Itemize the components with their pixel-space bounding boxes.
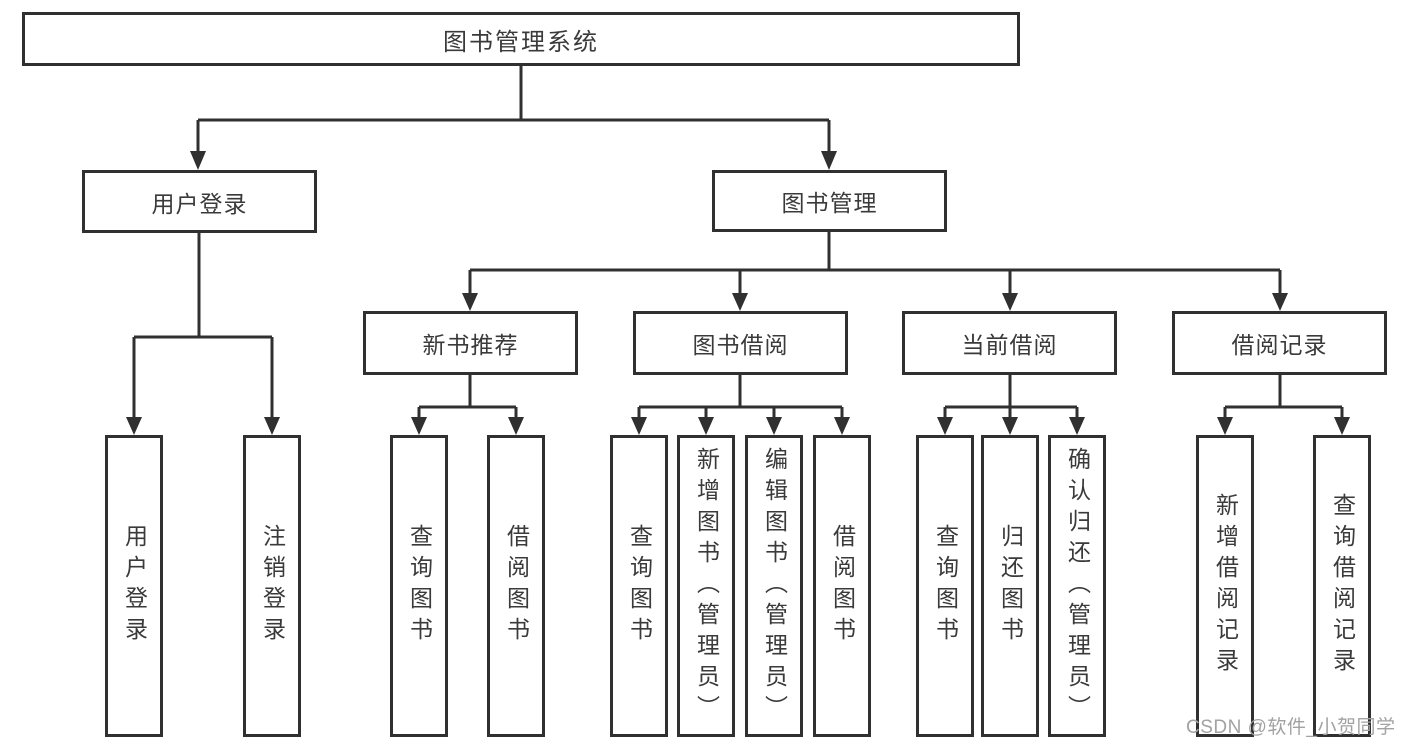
- node-label: 图书管理系统: [443, 28, 599, 56]
- leaf-edit-book-admin: 编辑图书（管理员）: [745, 435, 803, 737]
- node-new-book-recommendation: 新书推荐: [363, 311, 578, 375]
- node-book-borrowing: 图书借阅: [633, 311, 848, 375]
- node-borrowing-records: 借阅记录: [1172, 311, 1387, 375]
- leaf-logout: 注销登录: [243, 435, 301, 737]
- node-label: 用户登录: [121, 524, 148, 648]
- node-label: 借阅图书: [503, 524, 530, 648]
- node-label: 新增借阅记录: [1212, 493, 1239, 679]
- leaf-borrow-books: 借阅图书: [813, 435, 871, 737]
- node-label: 查询图书: [406, 524, 433, 648]
- leaf-return-books: 归还图书: [981, 435, 1039, 737]
- node-user-login: 用户登录: [82, 170, 317, 233]
- leaf-query-borrow-record: 查询借阅记录: [1313, 435, 1371, 737]
- leaf-add-book-admin: 新增图书（管理员）: [677, 435, 735, 737]
- node-library-management-system: 图书管理系统: [22, 12, 1020, 66]
- node-label: 查询图书: [932, 524, 959, 648]
- leaf-borrow-books-recommend: 借阅图书: [487, 435, 545, 737]
- node-label: 图书管理: [781, 190, 878, 216]
- node-label: 借阅图书: [829, 524, 856, 648]
- leaf-query-books-recommend: 查询图书: [390, 435, 448, 737]
- csdn-watermark: CSDN @软件_小贺同学: [1186, 717, 1396, 738]
- leaf-confirm-return-admin: 确认归还（管理员）: [1048, 435, 1106, 737]
- node-current-borrowing: 当前借阅: [902, 311, 1117, 375]
- leaf-add-borrow-record: 新增借阅记录: [1196, 435, 1254, 737]
- node-label: 查询借阅记录: [1329, 493, 1356, 679]
- node-label: 确认归还（管理员）: [1064, 446, 1091, 726]
- node-book-management: 图书管理: [712, 170, 947, 232]
- node-label: 注销登录: [259, 524, 286, 648]
- node-label: 编辑图书（管理员）: [761, 446, 788, 726]
- node-label: 用户登录: [151, 190, 248, 217]
- node-label: 新增图书（管理员）: [693, 446, 720, 726]
- node-label: 图书借阅: [692, 332, 789, 358]
- node-label: 查询图书: [626, 524, 653, 648]
- node-label: 借阅记录: [1231, 332, 1328, 358]
- leaf-query-books-borrow: 查询图书: [610, 435, 668, 737]
- node-label: 当前借阅: [961, 332, 1058, 358]
- leaf-query-books-current: 查询图书: [916, 435, 974, 737]
- node-label: 归还图书: [997, 524, 1024, 648]
- node-label: 新书推荐: [422, 332, 519, 358]
- leaf-user-login: 用户登录: [105, 435, 163, 737]
